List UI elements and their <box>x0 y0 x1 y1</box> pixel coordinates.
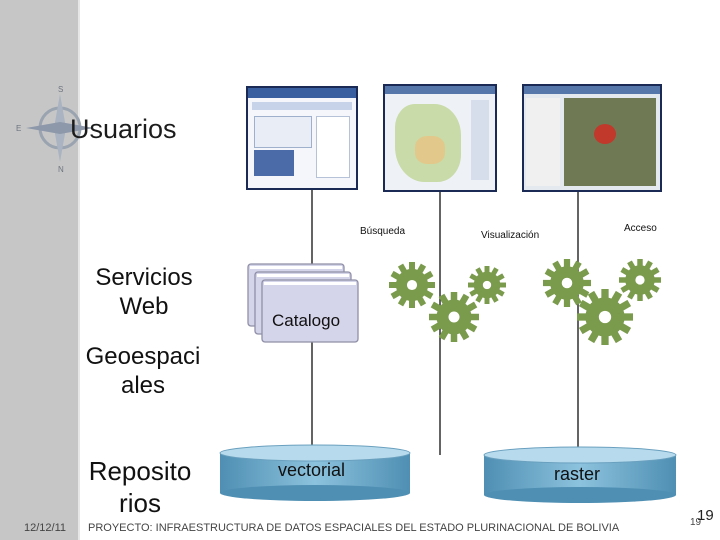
repository-raster-label: raster <box>554 464 601 484</box>
repository-raster <box>483 446 677 503</box>
catalog-label: Catalogo <box>272 311 341 330</box>
page-title: Usuarios <box>70 114 177 144</box>
repository-vectorial <box>219 444 411 501</box>
page-number: 19 <box>697 507 714 524</box>
screenshot-catalog-portal <box>246 86 358 190</box>
sidebar-edge <box>78 0 80 540</box>
footer-date: 12/12/11 <box>24 522 67 534</box>
repository-vectorial-label: vectorial <box>278 460 346 480</box>
compass-icon: S N E <box>16 85 94 174</box>
label-acceso: Acceso <box>624 223 657 234</box>
page-number-small: 19 <box>690 517 702 528</box>
compass-north-label: S <box>58 85 63 94</box>
sidebar-band <box>0 0 78 540</box>
screenshot-raster-viewer <box>522 84 662 192</box>
compass-west-label: E <box>16 124 21 133</box>
screenshot-map-viewer <box>383 84 497 192</box>
compass-south-label: N <box>58 165 64 174</box>
footer-text: PROYECTO: INFRAESTRUCTURA DE DATOS ESPAC… <box>88 522 620 534</box>
label-busqueda: Búsqueda <box>360 226 406 237</box>
label-visualizacion: Visualización <box>481 230 540 241</box>
